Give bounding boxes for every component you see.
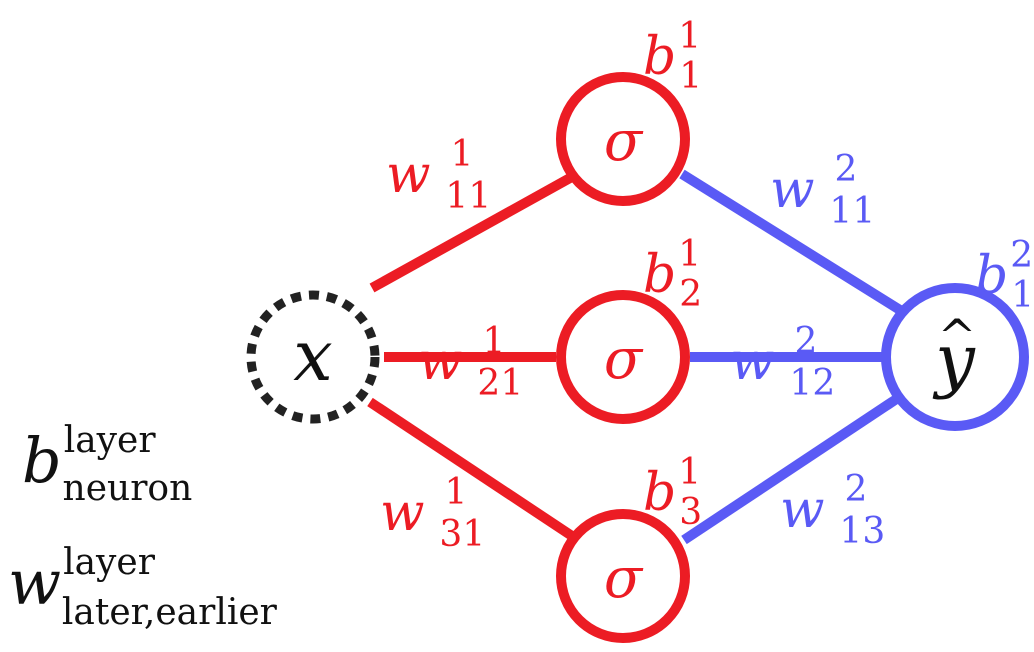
hidden-symbol-1: σ xyxy=(604,109,644,174)
output-node xyxy=(881,283,1029,431)
edges xyxy=(367,169,903,545)
edge-x-h3 xyxy=(367,397,575,541)
nodes xyxy=(246,72,1029,643)
hidden-node-2 xyxy=(556,290,690,424)
hidden-symbol-2: σ xyxy=(604,327,644,392)
hidden-node-1 xyxy=(556,72,690,206)
edge-h1-y xyxy=(679,169,903,315)
edge-x-h1 xyxy=(369,173,573,293)
input-symbol: x xyxy=(293,315,332,397)
edge-h3-y xyxy=(681,393,901,545)
hidden-node-3 xyxy=(556,509,690,643)
output-hat: ^ xyxy=(938,309,977,363)
input-node xyxy=(246,290,380,424)
output-symbol: y xyxy=(932,319,976,401)
node-symbols: x σ σ σ y ^ xyxy=(293,109,976,611)
hidden-symbol-3: σ xyxy=(604,546,644,611)
